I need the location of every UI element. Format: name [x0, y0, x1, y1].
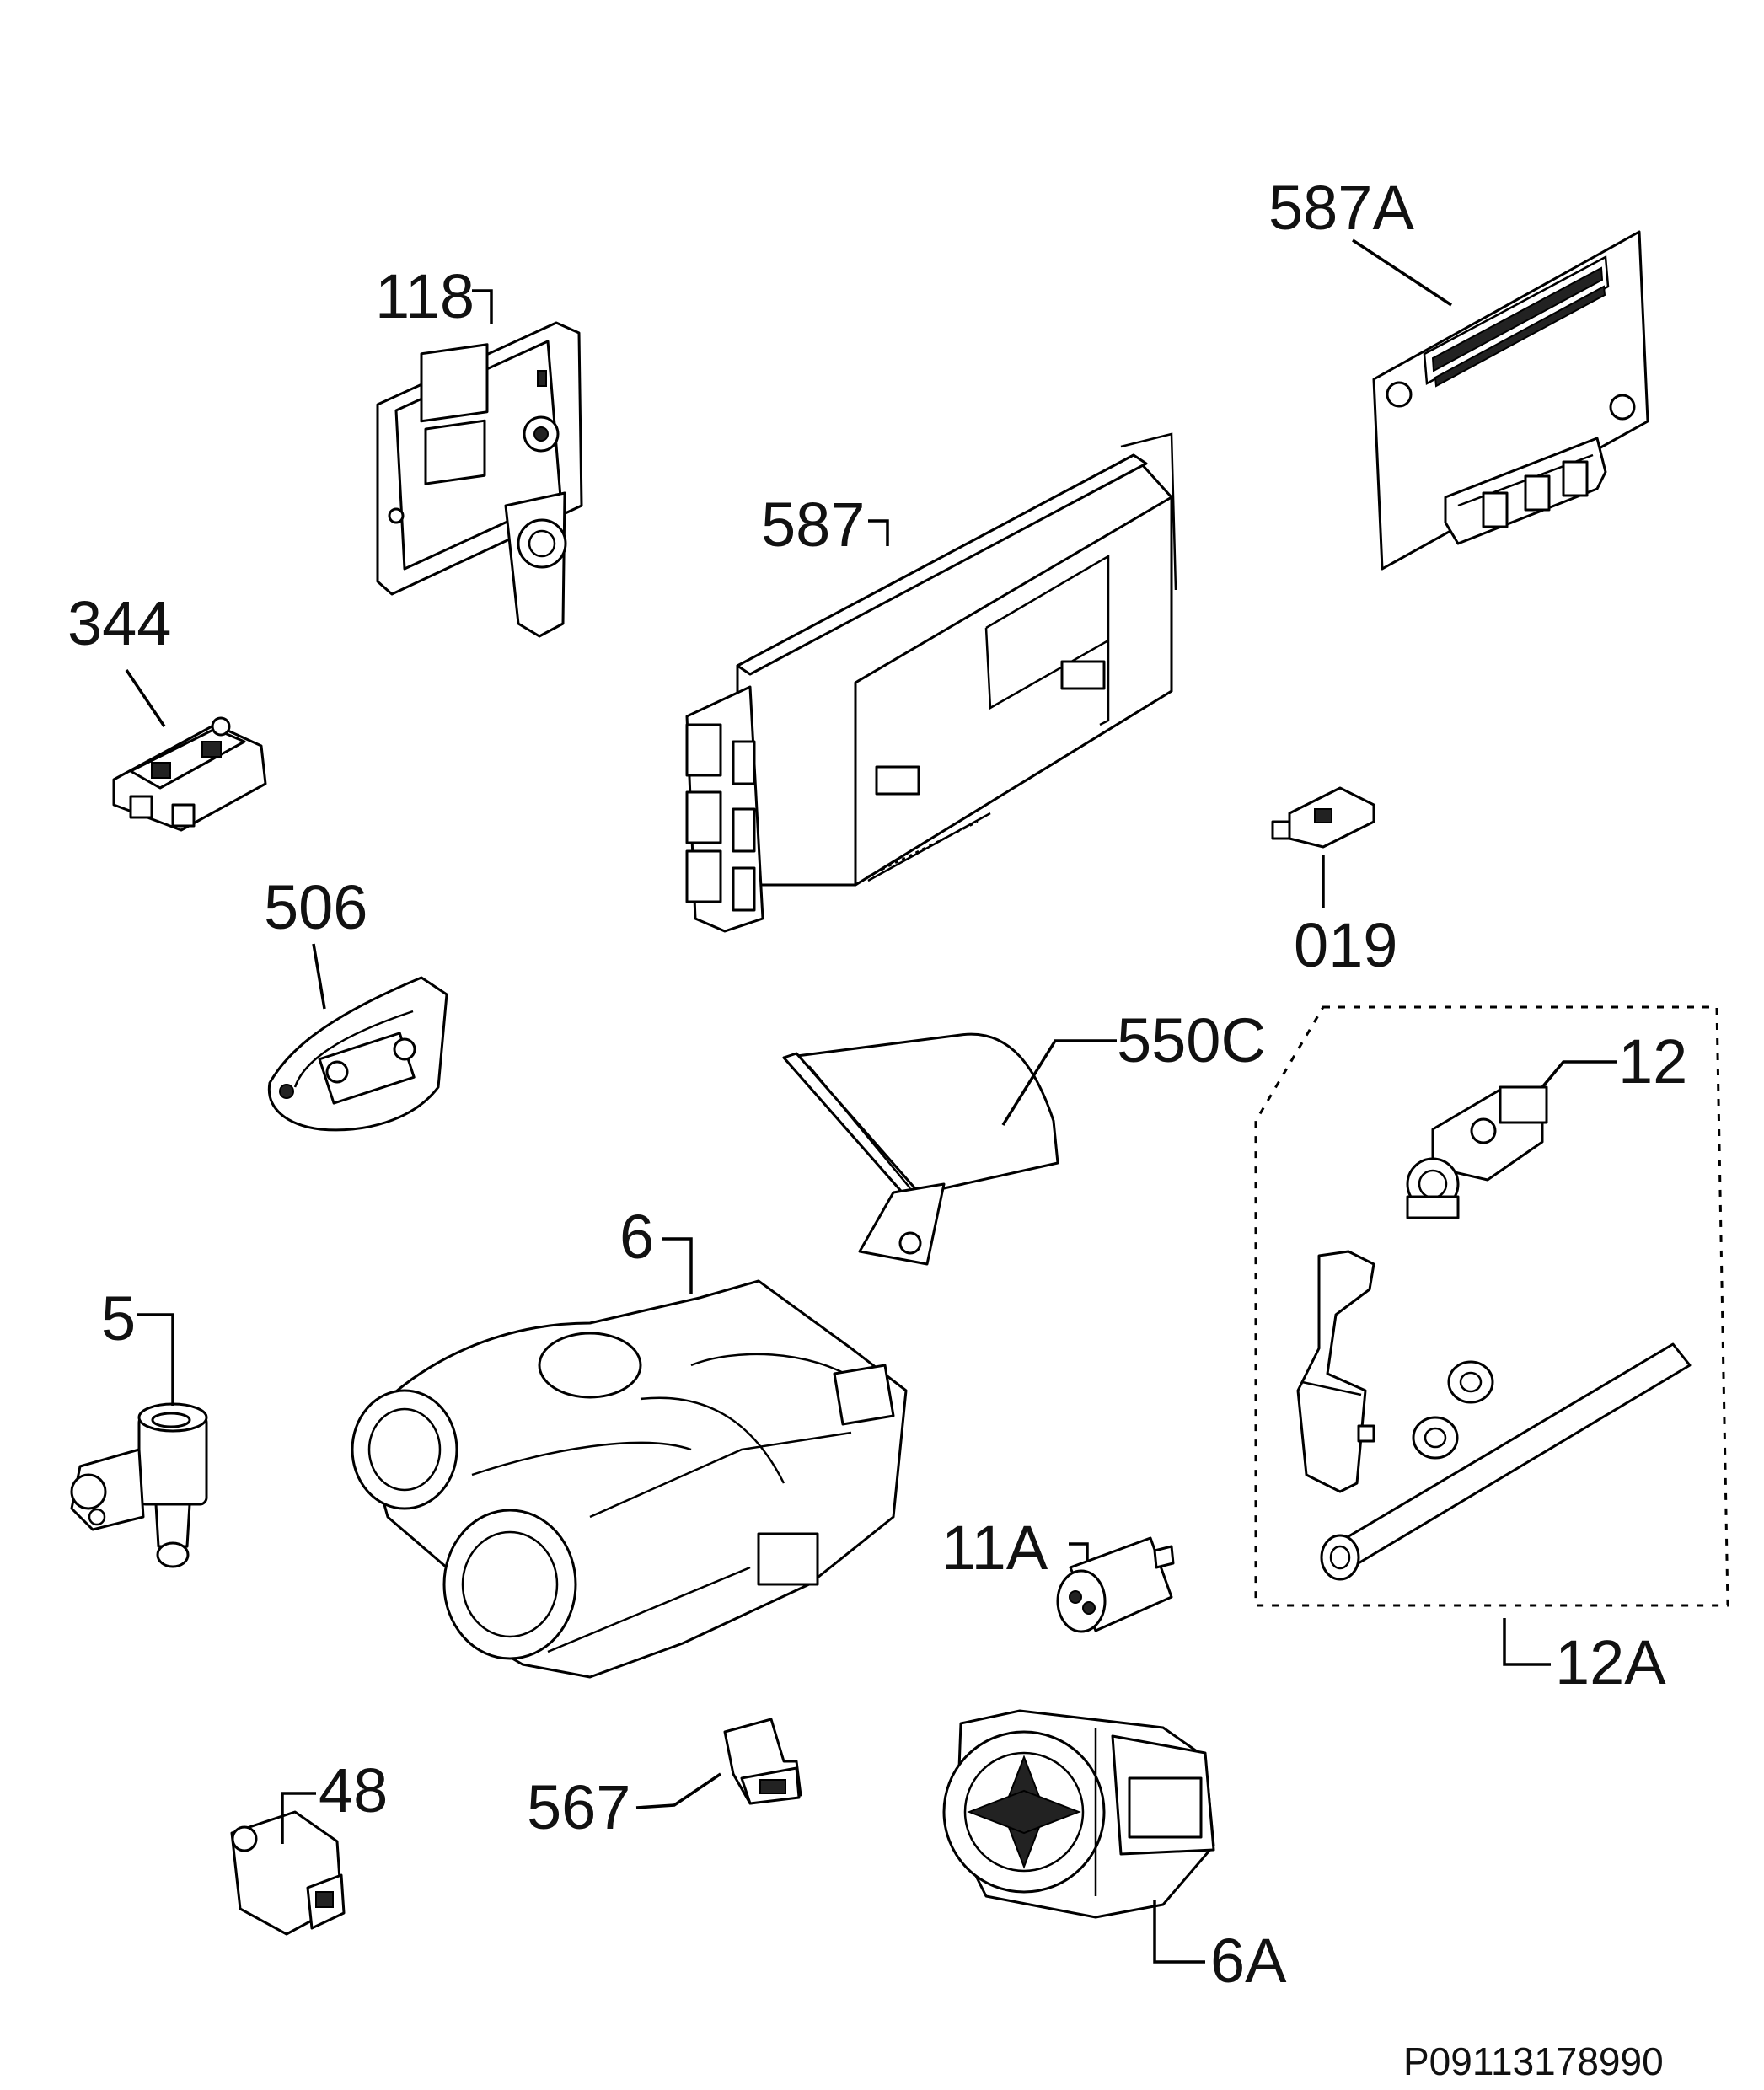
- svg-text:118: 118: [375, 261, 475, 331]
- part-11A-component[interactable]: [1056, 1536, 1175, 1633]
- module-vents: [867, 820, 979, 878]
- label-506: 506: [264, 872, 367, 1010]
- svg-text:11A: 11A: [941, 1513, 1048, 1583]
- svg-text:567: 567: [527, 1772, 630, 1842]
- part-118-dispenser[interactable]: [376, 321, 583, 638]
- part-6A-drain-pump[interactable]: [942, 1709, 1215, 1919]
- label-587: 587: [761, 490, 889, 560]
- label-118: 118: [375, 261, 493, 331]
- label-11A: 11A: [941, 1513, 1089, 1583]
- svg-text:550C: 550C: [1117, 1005, 1266, 1075]
- document-id: P09113178990: [1403, 2039, 1664, 2083]
- board-contacts: [1431, 266, 1606, 388]
- svg-text:587A: 587A: [1268, 173, 1414, 243]
- label-12: 12: [1541, 1026, 1687, 1096]
- svg-text:6: 6: [619, 1202, 654, 1272]
- label-5: 5: [101, 1283, 174, 1406]
- part-344-switch[interactable]: [112, 716, 267, 832]
- label-344: 344: [67, 588, 171, 727]
- part-587-control-module[interactable]: [685, 432, 1177, 933]
- label-6: 6: [619, 1202, 693, 1294]
- svg-text:48: 48: [319, 1755, 388, 1825]
- part-12-pressure-switch[interactable]: [1406, 1085, 1548, 1219]
- svg-text:506: 506: [264, 872, 367, 942]
- label-12A: 12A: [1503, 1618, 1666, 1697]
- label-6A: 6A: [1153, 1900, 1287, 1996]
- label-587A: 587A: [1268, 173, 1452, 307]
- svg-text:12: 12: [1618, 1026, 1687, 1096]
- part-6-pump[interactable]: [351, 1279, 908, 1679]
- part-12A-washer-top[interactable]: [1447, 1360, 1494, 1404]
- part-12A-tube[interactable]: [1320, 1342, 1692, 1581]
- svg-text:6A: 6A: [1210, 1926, 1287, 1996]
- part-5-inlet-valve[interactable]: [70, 1402, 208, 1568]
- part-48-sensor[interactable]: [230, 1810, 346, 1936]
- part-506-housing[interactable]: [267, 976, 448, 1132]
- label-48: 48: [281, 1755, 388, 1844]
- part-019-connector[interactable]: [1271, 786, 1375, 849]
- svg-text:344: 344: [67, 588, 171, 658]
- svg-text:587: 587: [761, 490, 865, 560]
- label-567: 567: [527, 1772, 721, 1842]
- svg-text:019: 019: [1294, 910, 1397, 980]
- part-550C-cover[interactable]: [782, 1032, 1059, 1266]
- label-550C: 550C: [1001, 1005, 1266, 1126]
- part-587A-board[interactable]: [1372, 230, 1649, 571]
- label-019: 019: [1294, 855, 1397, 980]
- part-567-clip[interactable]: [723, 1718, 802, 1805]
- part-12A-washer-bottom[interactable]: [1412, 1416, 1459, 1460]
- svg-text:5: 5: [101, 1283, 136, 1353]
- part-12A-bracket[interactable]: [1296, 1250, 1375, 1493]
- svg-text:12A: 12A: [1555, 1627, 1666, 1697]
